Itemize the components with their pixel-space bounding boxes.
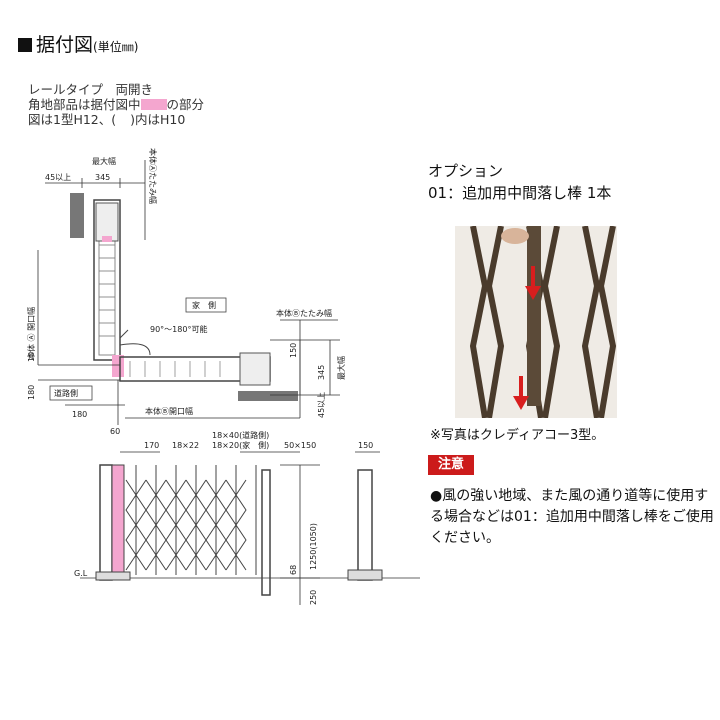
label-body-b-open: 本体Ⓑ開口幅: [145, 406, 193, 416]
side-view-post: [357, 469, 373, 581]
gate-lattice: [125, 465, 257, 575]
wall-hatch-top: [70, 193, 84, 238]
label-250: 250: [309, 590, 318, 605]
label-18x22: 18×22: [172, 441, 199, 450]
label-body-b-fold: 本体Ⓑたたみ幅: [276, 308, 332, 318]
page-title: 据付図(単位㎜): [18, 30, 138, 57]
option-photo: [455, 226, 617, 418]
label-345-top: 345: [95, 173, 110, 182]
note-rail-type: レールタイプ 両開き: [28, 82, 154, 97]
label-body-a-open: 本体 Ⓐ 開口幅: [26, 307, 36, 360]
pink-legend-swatch: [140, 99, 167, 110]
label-height: 1250(1050): [309, 523, 318, 570]
label-18x20: 18×20(家 側): [212, 440, 269, 450]
label-150: 150: [289, 343, 298, 358]
label-50x150: 50×150: [284, 441, 316, 450]
label-60: 60: [110, 427, 120, 436]
label-max-width: 最大幅: [92, 156, 116, 166]
label-170: 170: [144, 441, 159, 450]
label-180-bottom: 180: [72, 410, 87, 419]
gate-body-a: [93, 199, 121, 361]
title-square-icon: [18, 38, 32, 52]
option-title: オプション 01：追加用中間落し棒 1本: [428, 160, 611, 204]
label-45-top: 45以上: [45, 173, 71, 182]
label-68: 68: [289, 565, 298, 575]
label-45-bottom: 45以上: [317, 392, 326, 418]
label-180-left: 180: [27, 385, 36, 400]
wall-hatch-right: [238, 391, 298, 401]
warning-text: ●風の強い地域、また風の通り道等に使用する場合などは01：追加用中間落し棒をご使…: [430, 488, 714, 546]
label-max-width-right: 最大幅: [336, 356, 346, 380]
gate-post-left: [99, 464, 113, 581]
photo-caption: ※写真はクレディアコー3型。: [430, 428, 605, 443]
corner-part: [112, 355, 124, 377]
label-road-side: 道路側: [54, 388, 78, 398]
label-body-a-fold: 本体Ⓐたたみ幅: [148, 148, 158, 204]
plan-view-drawing: 最大幅 45以上 345 本体Ⓐたたみ幅 本体 Ⓐ 開口幅 10 180 道路側…: [26, 148, 346, 436]
title-text: 据付図: [36, 34, 94, 56]
label-150-side: 150: [358, 441, 373, 450]
label-345-right: 345: [317, 365, 326, 380]
option-heading: オプション: [428, 162, 504, 180]
warning-badge: 注意: [428, 455, 474, 475]
label-10: 10: [27, 352, 36, 362]
label-angle: 90°～180°可能: [150, 324, 207, 334]
label-gl: G.L: [74, 569, 88, 578]
note-corner-parts: 角地部品は据付図中の部分: [28, 97, 205, 112]
label-house-side: 家 側: [192, 300, 216, 310]
diagram-notes: レールタイプ 両開き 角地部品は据付図中の部分 図は1型H12、()内はH10: [28, 82, 204, 127]
gate-post-right: [261, 469, 271, 596]
elevation-drawing: 170 18×22 18×40(道路側) 18×20(家 側) 50×150 1…: [74, 430, 420, 605]
gate-post-pink: [111, 464, 125, 581]
option-item: 01：追加用中間落し棒 1本: [428, 184, 612, 202]
note-model: 図は1型H12、()内はH10: [28, 112, 186, 127]
label-18x40: 18×40(道路側): [212, 430, 269, 440]
title-unit: (単位㎜): [93, 40, 139, 54]
